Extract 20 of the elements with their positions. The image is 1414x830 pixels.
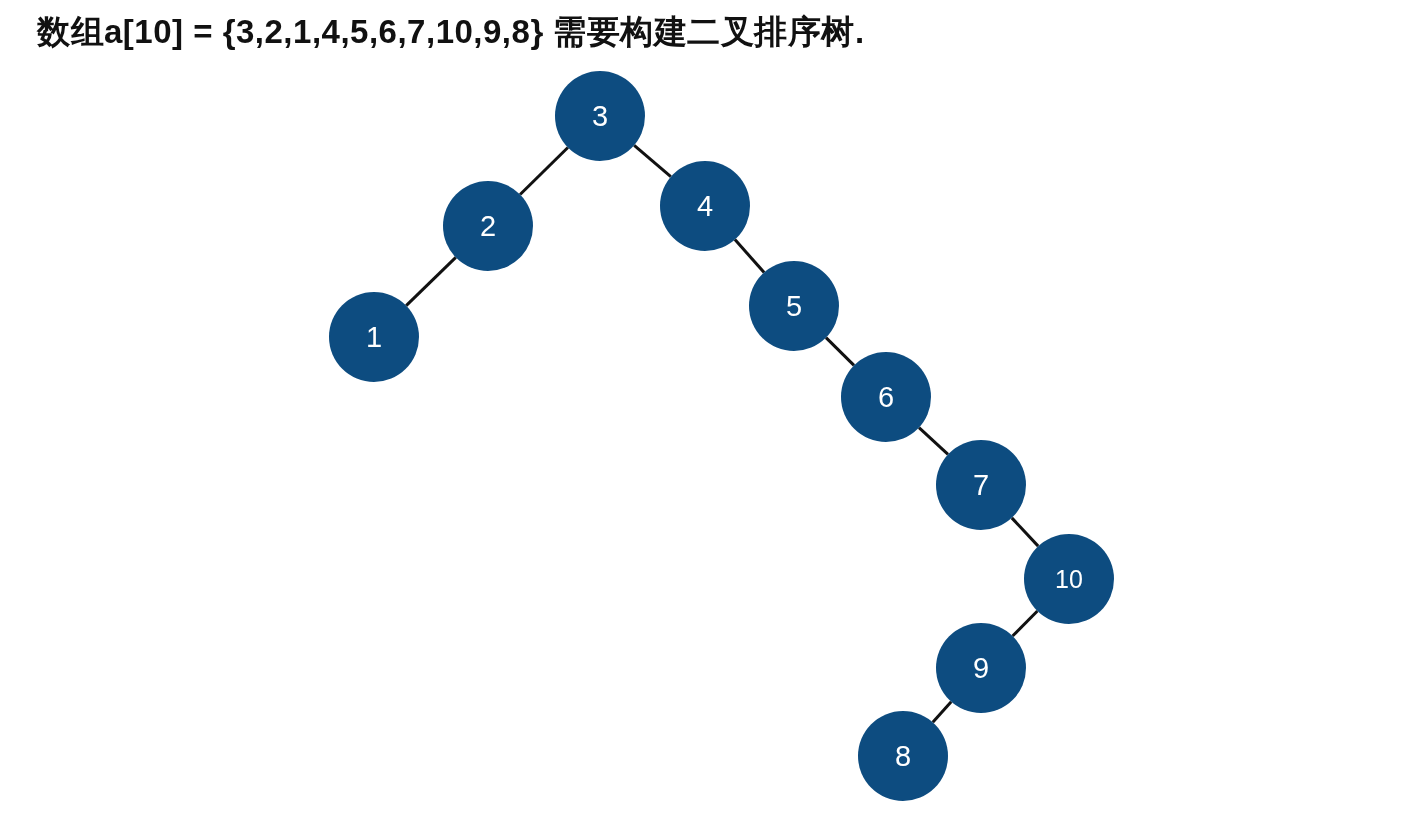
tree-node: 1 (329, 292, 419, 382)
edge-line (824, 336, 856, 367)
tree-node: 9 (936, 623, 1026, 713)
edge-line (519, 146, 569, 196)
tree-node: 6 (841, 352, 931, 442)
tree-node: 4 (660, 161, 750, 251)
edge-line (733, 238, 766, 274)
edge-line (405, 256, 457, 307)
tree-node: 7 (936, 440, 1026, 530)
edge-line (918, 426, 949, 456)
tree-node: 10 (1024, 534, 1114, 624)
edge-line (1011, 609, 1039, 638)
tree-node: 8 (858, 711, 948, 801)
title: 数组a[10] = {3,2,1,4,5,6,7,10,9,8} 需要构建二叉排序树. (37, 12, 865, 52)
edge-line (633, 144, 672, 178)
tree-node: 2 (443, 181, 533, 271)
edge-line (1010, 516, 1040, 548)
edge-line (931, 700, 953, 724)
tree-node: 3 (555, 71, 645, 161)
tree-node: 5 (749, 261, 839, 351)
